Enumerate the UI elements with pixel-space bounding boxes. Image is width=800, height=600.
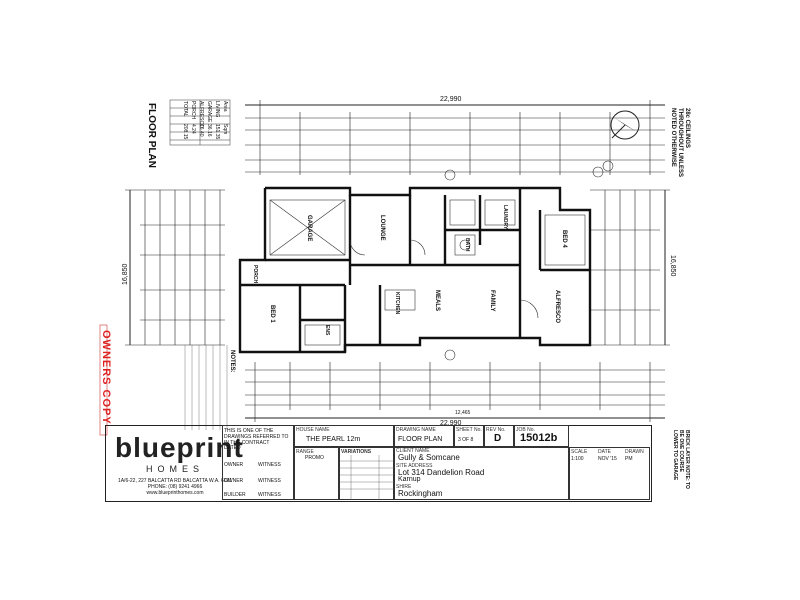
overall-depth-right: 16,850 — [669, 255, 676, 277]
area-row-living: LIVING — [214, 101, 220, 118]
range-cell — [294, 447, 339, 500]
witness-label-2: WITNESS — [258, 478, 281, 484]
shire: Rockingham — [398, 489, 443, 498]
drawing-name-label: DRAWING NAME — [396, 427, 436, 433]
area-row-living-val: 151.35 — [214, 124, 220, 140]
owners-copy-stamp: OWNERS COPY — [100, 330, 112, 425]
variations-grid — [339, 455, 394, 500]
revision: D — [494, 433, 502, 444]
house-name: THE PEARL 12m — [306, 436, 361, 443]
job-no: 15012b — [520, 432, 558, 444]
dated-label: DATED — [224, 445, 241, 451]
brand-phone: PHONE: (08) 9241 4966 — [147, 484, 203, 490]
site-line1: Lot 314 Dandelion Road — [398, 468, 485, 477]
area-row-garage: GARAGE — [206, 101, 212, 123]
notes-heading: NOTES: — [229, 350, 235, 373]
area-row-porch: PORCH — [190, 101, 196, 120]
brand-name: blueprint — [115, 432, 244, 463]
contract-note: THIS IS ONE OF THE DRAWINGS REFERRED TO … — [224, 428, 289, 446]
sheet-no-label: SHEET No. — [456, 427, 482, 433]
house-name-label: HOUSE NAME — [296, 427, 330, 433]
right-segment-dim: 12,465 — [455, 410, 471, 416]
house-name-cell — [294, 425, 394, 447]
shire-label: SHIRE — [396, 484, 412, 490]
drawn: PM — [625, 456, 633, 462]
scale: 1:100 — [571, 456, 584, 462]
room-laundry: LAUNDRY — [502, 205, 508, 230]
site-label: SITE ADDRESS — [396, 463, 433, 469]
room-porch: PORCH — [252, 265, 258, 284]
area-row-alfresco-val: 16.40 — [198, 124, 204, 137]
brand-address: 1A/6-22, 227 BALCATTA RD BALCATTA W.A. 6… — [117, 478, 233, 484]
variations-cell — [339, 447, 394, 500]
room-lounge: LOUNGE — [379, 215, 385, 241]
owner-label-1: OWNER — [224, 462, 244, 468]
drawing-name: FLOOR PLAN — [398, 436, 443, 443]
revision-label: REV No. — [486, 427, 506, 433]
sheet-no-cell — [454, 425, 484, 447]
area-row-garage-val: 36.16 — [206, 124, 212, 137]
scale-label: SCALE — [571, 449, 588, 455]
overall-depth-left: 16,850 — [122, 263, 129, 285]
site-line2: Karnup — [398, 476, 421, 483]
brand-subtitle: HOMES — [145, 464, 204, 474]
room-kitchen: KITCHEN — [394, 292, 400, 315]
date-label: DATE — [598, 449, 611, 455]
sheet-no: 3 OF 8 — [458, 437, 474, 443]
meta-cell — [569, 447, 650, 500]
room-meals: MEALS — [434, 290, 440, 311]
client-label: CLIENT NAME — [396, 448, 430, 454]
range: PROMO — [305, 455, 324, 461]
range-label: RANGE — [296, 449, 314, 455]
client-name: Gully & Somcane — [398, 453, 460, 462]
brand-web: www.blueprinthomes.com — [146, 490, 204, 496]
job-no-label: JOB No. — [516, 427, 535, 433]
overall-width-top: 22,990 — [440, 96, 462, 103]
witness-label-1: WITNESS — [258, 462, 281, 468]
room-bed-1: BED 1 — [269, 305, 275, 323]
overall-width-bottom: 22,990 — [440, 420, 462, 427]
north-arrow-icon — [610, 110, 640, 140]
revision-cell — [484, 425, 514, 447]
drawn-label: DRAWN — [625, 449, 644, 455]
brand-logo: blueprint HOMES 1A/6-22, 227 BALCATTA RD… — [115, 432, 244, 496]
client-site-cell — [394, 447, 569, 500]
owner-label-2: OWNER — [224, 478, 244, 484]
room-bath: BATH — [464, 238, 470, 252]
room-bed-4: BED 4 — [561, 230, 567, 248]
area-table-header-area: Area — [222, 101, 228, 112]
area-row-total: TOTAL — [182, 101, 188, 117]
variations-label: VARIATIONS — [341, 449, 372, 455]
area-row-porch-val: 4.24 — [190, 124, 196, 134]
job-no-cell — [514, 425, 569, 447]
room-family: FAMILY — [489, 290, 495, 312]
sheet-title: FLOOR PLAN — [146, 103, 157, 168]
date: NOV '15 — [598, 456, 617, 462]
area-row-total-val: 208.15 — [182, 124, 188, 140]
builder-label: BUILDER — [224, 492, 246, 498]
room-ens: ENS — [324, 325, 330, 336]
room-alfresco: ALFRESCO — [554, 290, 560, 323]
brick-note: BRICK LAYER NOTE: TO BE ONE COURSE LOWER… — [672, 430, 690, 489]
room-garage: GARAGE — [306, 215, 312, 242]
drawing-name-cell — [394, 425, 454, 447]
ceilings-note: 28c CEILINGS THROUGHOUT UNLESS NOTED OTH… — [670, 108, 690, 177]
witness-label-3: WITNESS — [258, 492, 281, 498]
contract-section — [222, 425, 294, 500]
area-table-header-sqm: Sqm — [222, 124, 228, 135]
